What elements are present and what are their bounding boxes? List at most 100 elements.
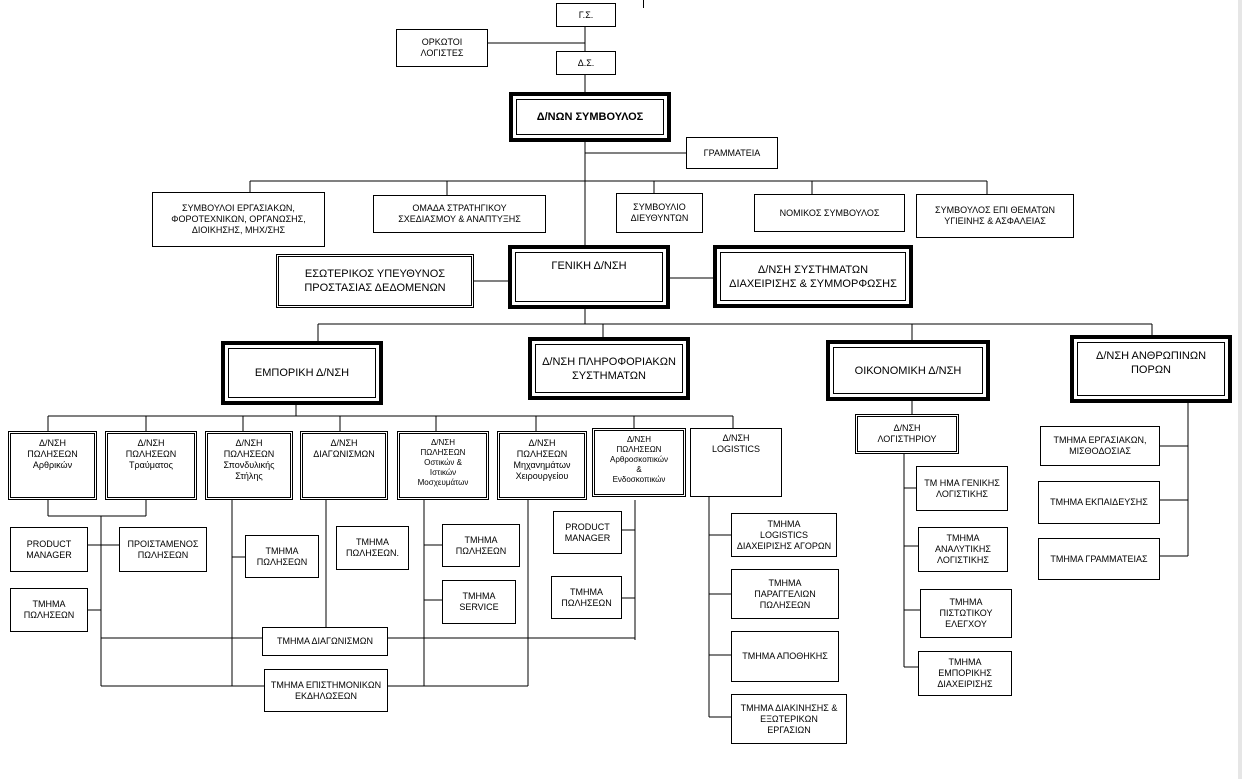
- tmima-ergasiakon-label: ΤΜΗΜΑ ΕΡΓΑΣΙΑΚΩΝ, ΜΙΣΘΟΔΟΣΙΑΣ: [1053, 435, 1147, 456]
- dnsi-diagonismon-label: Δ/ΝΣΗ ΔΙΑΓΩΝΙΣΜΩΝ: [313, 438, 375, 459]
- ds-label: Δ.Σ.: [577, 57, 595, 68]
- geniki-dnsi-label: ΓΕΝΙΚΗ Δ/ΝΣΗ: [551, 260, 627, 272]
- tmima-poliseon-3-label: ΤΜΗΜΑ ΠΩΛΗΣΕΩΝ.: [345, 537, 400, 558]
- tmima-poliseon-2-box: ΤΜΗΜΑ ΠΩΛΗΣΕΩΝ: [245, 535, 319, 578]
- tmima-poliseon-2-label: ΤΜΗΜΑ ΠΩΛΗΣΕΩΝ: [256, 545, 308, 567]
- tmima-service-box: ΤΜΗΜΑ SERVICE: [442, 580, 516, 624]
- tmima-pistotikou-box: ΤΜΗΜΑ ΠΙΣΤΩΤΙΚΟΥ ΕΛΕΓΧΟΥ: [920, 589, 1012, 638]
- tmima-ekpaideysis-label: ΤΜΗΜΑ ΕΚΠΑΙΔΕΥΣΗΣ: [1050, 497, 1148, 507]
- tm-genikis-logistikis-label: ΤΜ ΗΜΑ ΓΕΝΙΚΗΣ ΛΟΓΙΣΤΙΚΗΣ: [924, 477, 1000, 499]
- product-manager-1-box: PRODUCT MANAGER: [10, 527, 88, 572]
- tmima-diakinisis-label: ΤΜΗΜΑ ΔΙΑΚΙΝΗΣΗΣ & ΕΞΩΤΕΡΙΚΩΝ ΕΡΓΑΣΙΩΝ: [740, 702, 838, 735]
- tmima-apothikis-box: ΤΜΗΜΑ ΑΠΟΘΗΚΗΣ: [731, 631, 839, 682]
- tmima-poliseon-1-label: ΤΜΗΜΑ ΠΩΛΗΣΕΩΝ: [23, 599, 75, 620]
- symvouloi-ergasiakon-box: ΣΥΜΒΟΥΛΟΙ ΕΡΓΑΣΙΑΚΩΝ, ΦΟΡΟΤΕΧΝΙΚΩΝ, ΟΡΓΑ…: [152, 192, 325, 247]
- gs-box: Γ.Σ.: [556, 3, 616, 27]
- symvouloi-ergasiakon-label: ΣΥΜΒΟΥΛΟΙ ΕΡΓΑΣΙΑΚΩΝ, ΦΟΡΟΤΕΧΝΙΚΩΝ, ΟΡΓΑ…: [171, 203, 306, 235]
- product-manager-2-box: PRODUCT MANAGER: [553, 511, 622, 554]
- tmima-diagonismon-label: ΤΜΗΜΑ ΔΙΑΓΩΝΙΣΜΩΝ: [277, 636, 373, 646]
- pol-arthrikon-label: Δ/ΝΣΗ ΠΩΛΗΣΕΩΝ Αρθρικών: [27, 438, 78, 470]
- window-edge: [1238, 0, 1242, 779]
- symvoulio-dieythynton-label: ΣΥΜΒΟΥΛΙΟ ΔΙΕΥΘΥΝΤΩΝ: [630, 202, 689, 223]
- pol-michanimaton-label: Δ/ΝΣΗ ΠΩΛΗΣΕΩΝ Μηχανημάτων Χειρουργείου: [513, 438, 571, 481]
- product-manager-2-label: PRODUCT MANAGER: [564, 521, 611, 543]
- pol-michanimaton-box: Δ/ΝΣΗ ΠΩΛΗΣΕΩΝ Μηχανημάτων Χειρουργείου: [497, 431, 587, 500]
- dnsi-pliroforiakon-box: Δ/ΝΣΗ ΠΛΗΡΟΦΟΡΙΑΚΩΝ ΣΥΣΤΗΜΑΤΩΝ: [528, 337, 690, 400]
- tmima-poliseon-4-label: ΤΜΗΜΑ ΠΩΛΗΣΕΩΝ: [455, 534, 507, 556]
- tm-genikis-logistikis-box: ΤΜ ΗΜΑ ΓΕΝΙΚΗΣ ΛΟΓΙΣΤΙΚΗΣ: [916, 466, 1008, 511]
- tmima-emporikis-box: ΤΜΗΜΑ ΕΜΠΟΡΙΚΗΣ ΔΙΑΧΕΙΡΙΣΗΣ: [918, 651, 1012, 696]
- product-manager-1-label: PRODUCT MANAGER: [26, 538, 72, 560]
- dnon-symvoulos-label: Δ/ΝΩΝ ΣΥΜΒΟΥΛΟΣ: [536, 110, 644, 123]
- dnsi-logistics-label: Δ/ΝΣΗ LOGISTICS: [711, 433, 760, 454]
- dnsi-systimaton-label: Δ/ΝΣΗ ΣΥΣΤΗΜΑΤΩΝ ΔΙΑΧΕΙΡΙΣΗΣ & ΣΥΜΜΟΡΦΩΣ…: [729, 263, 897, 290]
- tmima-poliseon-1-box: ΤΜΗΜΑ ΠΩΛΗΣΕΩΝ: [10, 588, 88, 632]
- tmima-diagonismon-box: ΤΜΗΜΑ ΔΙΑΓΩΝΙΣΜΩΝ: [262, 627, 388, 656]
- dnsi-logistics-box: Δ/ΝΣΗ LOGISTICS: [690, 428, 782, 497]
- pol-ostikon-box: Δ/ΝΣΗ ΠΩΛΗΣΕΩΝ Οστικών & Ιστικών Μοσχευμ…: [397, 431, 489, 500]
- tmima-grammateias-box: ΤΜΗΜΑ ΓΡΑΜΜΑΤΕΙΑΣ: [1038, 538, 1160, 580]
- symvoulos-ygieinis-box: ΣΥΜΒΟΥΛΟΣ ΕΠΙ ΘΕΜΑΤΩΝ ΥΓΙΕΙΝΗΣ & ΑΣΦΑΛΕΙ…: [916, 194, 1074, 238]
- pol-arthrikon-box: Δ/ΝΣΗ ΠΩΛΗΣΕΩΝ Αρθρικών: [8, 431, 97, 500]
- emporiki-dnsi-box: ΕΜΠΟΡΙΚΗ Δ/ΝΣΗ: [221, 341, 383, 405]
- nomikos-symvoulos-box: ΝΟΜΙΚΟΣ ΣΥΜΒΟΥΛΟΣ: [754, 194, 905, 232]
- ds-box: Δ.Σ.: [556, 51, 616, 75]
- tmima-service-label: ΤΜΗΜΑ SERVICE: [459, 591, 499, 612]
- dnsi-logistiriou-label: Δ/ΝΣΗ ΛΟΓΙΣΤΗΡΙΟΥ: [877, 423, 937, 444]
- tmima-grammateias-label: ΤΜΗΜΑ ΓΡΑΜΜΑΤΕΙΑΣ: [1050, 553, 1148, 564]
- tmima-analytikis-box: ΤΜΗΜΑ ΑΝΑΛΥΤΙΚΗΣ ΛΟΓΙΣΤΙΚΗΣ: [918, 527, 1008, 572]
- pol-arthroskopikon-label: Δ/ΝΣΗ ΠΩΛΗΣΕΩΝ Αρθροσκοπικών & Ενδοσκοπι…: [610, 435, 668, 484]
- symvoulos-ygieinis-label: ΣΥΜΒΟΥΛΟΣ ΕΠΙ ΘΕΜΑΤΩΝ ΥΓΙΕΙΝΗΣ & ΑΣΦΑΛΕΙ…: [935, 205, 1055, 226]
- grammateia-box: ΓΡΑΜΜΑΤΕΙΑ: [686, 137, 778, 169]
- tmima-poliseon-5-label: ΤΜΗΜΑ ΠΩΛΗΣΕΩΝ: [561, 586, 612, 608]
- tmima-poliseon-5-box: ΤΜΗΜΑ ΠΩΛΗΣΕΩΝ: [551, 576, 622, 619]
- tmima-ekpaideysis-box: ΤΜΗΜΑ ΕΚΠΑΙΔΕΥΣΗΣ: [1038, 481, 1160, 524]
- text-cursor: [643, 0, 644, 8]
- symvoulio-dieythynton-box: ΣΥΜΒΟΥΛΙΟ ΔΙΕΥΘΥΝΤΩΝ: [616, 193, 703, 233]
- gs-label: Γ.Σ.: [578, 9, 594, 20]
- tmima-pistotikou-label: ΤΜΗΜΑ ΠΙΣΤΩΤΙΚΟΥ ΕΛΕΓΧΟΥ: [939, 597, 993, 629]
- tmima-logistics-agoron-label: ΤΜΗΜΑ LOGISTICS ΔΙΑΧΕΙΡΙΣΗΣ ΑΓΟΡΩΝ: [736, 518, 832, 551]
- pol-traumatos-label: Δ/ΝΣΗ ΠΩΛΗΣΕΩΝ Τραύματος: [125, 438, 177, 470]
- pol-spondylikis-box: Δ/ΝΣΗ ΠΩΛΗΣΕΩΝ Σπονδυλικής Στήλης: [205, 431, 293, 500]
- dnsi-anthropinon-box: Δ/ΝΣΗ ΑΝΘΡΩΠΙΝΩΝ ΠΟΡΩΝ: [1070, 335, 1232, 403]
- orkotoi-logistes-label: ΟΡΚΩΤΟΙ ΛΟΓΙΣΤΕΣ: [420, 37, 464, 58]
- pol-spondylikis-label: Δ/ΝΣΗ ΠΩΛΗΣΕΩΝ Σπονδυλικής Στήλης: [223, 438, 275, 481]
- tmima-paraggelion-label: ΤΜΗΜΑ ΠΑΡΑΓΓΕΛΙΩΝ ΠΩΛΗΣΕΩΝ: [754, 577, 816, 610]
- tmima-epistimonikon-label: ΤΜΗΜΑ ΕΠΙΣΤΗΜΟΝΙΚΩΝ ΕΚΔΗΛΩΣΕΩΝ: [270, 679, 382, 701]
- oikonomiki-dnsi-box: ΟΙΚΟΝΟΜΙΚΗ Δ/ΝΣΗ: [826, 340, 990, 401]
- tmima-logistics-agoron-box: ΤΜΗΜΑ LOGISTICS ΔΙΑΧΕΙΡΙΣΗΣ ΑΓΟΡΩΝ: [731, 513, 837, 557]
- tmima-poliseon-4-box: ΤΜΗΜΑ ΠΩΛΗΣΕΩΝ: [442, 524, 520, 567]
- tmima-ergasiakon-box: ΤΜΗΜΑ ΕΡΓΑΣΙΑΚΩΝ, ΜΙΣΘΟΔΟΣΙΑΣ: [1040, 426, 1160, 466]
- dnsi-pliroforiakon-label: Δ/ΝΣΗ ΠΛΗΡΟΦΟΡΙΑΚΩΝ ΣΥΣΤΗΜΑΤΩΝ: [542, 355, 676, 382]
- proistamenos-poliseon-box: ΠΡΟΙΣΤΑΜΕΝΟΣ ΠΩΛΗΣΕΩΝ: [119, 527, 207, 572]
- esoterikos-ypeythynos-label: ΕΣΩΤΕΡΙΚΟΣ ΥΠΕΥΘΥΝΟΣ ΠΡΟΣΤΑΣΙΑΣ ΔΕΔΟΜΕΝΩ…: [304, 268, 446, 294]
- dnsi-diagonismon-box: Δ/ΝΣΗ ΔΙΑΓΩΝΙΣΜΩΝ: [300, 431, 388, 500]
- tmima-diakinisis-box: ΤΜΗΜΑ ΔΙΑΚΙΝΗΣΗΣ & ΕΞΩΤΕΡΙΚΩΝ ΕΡΓΑΣΙΩΝ: [731, 694, 847, 744]
- dnsi-anthropinon-label: Δ/ΝΣΗ ΑΝΘΡΩΠΙΝΩΝ ΠΟΡΩΝ: [1095, 350, 1207, 376]
- dnsi-logistiriou-box: Δ/ΝΣΗ ΛΟΓΙΣΤΗΡΙΟΥ: [855, 414, 959, 454]
- pol-traumatos-box: Δ/ΝΣΗ ΠΩΛΗΣΕΩΝ Τραύματος: [105, 431, 197, 500]
- tmima-poliseon-3-box: ΤΜΗΜΑ ΠΩΛΗΣΕΩΝ.: [336, 526, 409, 570]
- tmima-emporikis-label: ΤΜΗΜΑ ΕΜΠΟΡΙΚΗΣ ΔΙΑΧΕΙΡΙΣΗΣ: [937, 657, 993, 689]
- esoterikos-ypeythynos-box: ΕΣΩΤΕΡΙΚΟΣ ΥΠΕΥΘΥΝΟΣ ΠΡΟΣΤΑΣΙΑΣ ΔΕΔΟΜΕΝΩ…: [276, 254, 474, 308]
- dnon-symvoulos-box: Δ/ΝΩΝ ΣΥΜΒΟΥΛΟΣ: [509, 92, 671, 142]
- tmima-paraggelion-box: ΤΜΗΜΑ ΠΑΡΑΓΓΕΛΙΩΝ ΠΩΛΗΣΕΩΝ: [731, 569, 839, 619]
- omada-stratigikou-label: ΟΜΑΔΑ ΣΤΡΑΤΗΓΙΚΟΥ ΣΧΕΔΙΑΣΜΟΥ & ΑΝΑΠΤΥΞΗΣ: [398, 203, 521, 224]
- oikonomiki-dnsi-label: ΟΙΚΟΝΟΜΙΚΗ Δ/ΝΣΗ: [854, 364, 962, 377]
- orkotoi-logistes-box: ΟΡΚΩΤΟΙ ΛΟΓΙΣΤΕΣ: [396, 29, 488, 67]
- geniki-dnsi-box: ΓΕΝΙΚΗ Δ/ΝΣΗ: [508, 245, 670, 309]
- dnsi-systimaton-box: Δ/ΝΣΗ ΣΥΣΤΗΜΑΤΩΝ ΔΙΑΧΕΙΡΙΣΗΣ & ΣΥΜΜΟΡΦΩΣ…: [713, 245, 913, 308]
- proistamenos-poliseon-label: ΠΡΟΙΣΤΑΜΕΝΟΣ ΠΩΛΗΣΕΩΝ: [127, 538, 199, 560]
- emporiki-dnsi-label: ΕΜΠΟΡΙΚΗ Δ/ΝΣΗ: [254, 367, 350, 379]
- nomikos-symvoulos-label: ΝΟΜΙΚΟΣ ΣΥΜΒΟΥΛΟΣ: [779, 207, 880, 218]
- grammateia-label: ΓΡΑΜΜΑΤΕΙΑ: [703, 147, 761, 158]
- tmima-epistimonikon-box: ΤΜΗΜΑ ΕΠΙΣΤΗΜΟΝΙΚΩΝ ΕΚΔΗΛΩΣΕΩΝ: [264, 669, 388, 712]
- omada-stratigikou-box: ΟΜΑΔΑ ΣΤΡΑΤΗΓΙΚΟΥ ΣΧΕΔΙΑΣΜΟΥ & ΑΝΑΠΤΥΞΗΣ: [373, 195, 546, 233]
- tmima-analytikis-label: ΤΜΗΜΑ ΑΝΑΛΥΤΙΚΗΣ ΛΟΓΙΣΤΙΚΗΣ: [935, 533, 991, 565]
- tmima-apothikis-label: ΤΜΗΜΑ ΑΠΟΘΗΚΗΣ: [742, 651, 828, 661]
- pol-arthroskopikon-box: Δ/ΝΣΗ ΠΩΛΗΣΕΩΝ Αρθροσκοπικών & Ενδοσκοπι…: [592, 428, 686, 497]
- pol-ostikon-label: Δ/ΝΣΗ ΠΩΛΗΣΕΩΝ Οστικών & Ιστικών Μοσχευμ…: [417, 438, 469, 487]
